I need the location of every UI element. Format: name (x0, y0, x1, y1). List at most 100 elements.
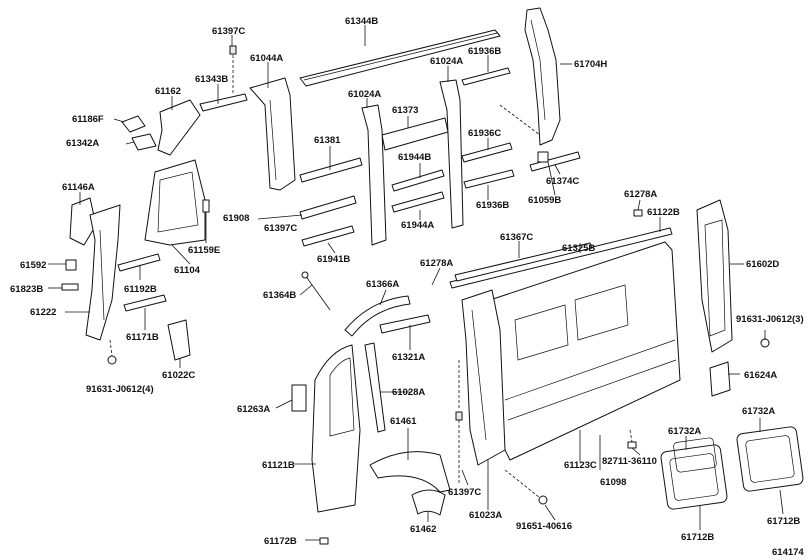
part-61342a (131, 133, 157, 151)
label-82711-36110: 82711-36110 (602, 456, 657, 467)
part-61364b (301, 271, 331, 311)
label-61462: 61462 (410, 524, 436, 535)
part-61024a-pillar-upper (439, 79, 464, 229)
leader-lines (48, 25, 784, 541)
part-61712b-window-left (660, 444, 728, 510)
label-61712b: 61712B (681, 532, 714, 543)
part-61192b (117, 253, 161, 272)
label-61278a: 61278A (624, 189, 657, 200)
label-61364b: 61364B (263, 290, 296, 301)
label-61461: 61461 (390, 416, 417, 427)
label-61374c: 61374C (546, 176, 579, 187)
part-61461 (369, 451, 451, 493)
part-61146a (69, 197, 97, 246)
label-61732a: 61732A (742, 406, 775, 417)
label-61944b: 61944B (398, 152, 431, 163)
label-61367c: 61367C (500, 232, 533, 243)
label-61397c: 61397C (264, 223, 297, 234)
label-61121b: 61121B (262, 460, 295, 471)
label-61823b: 61823B (10, 284, 43, 295)
label-61278a: 61278A (420, 258, 453, 269)
part-bolt-91651-40616 (504, 469, 548, 505)
label-61146a: 61146A (62, 182, 95, 193)
part-61028a (364, 342, 386, 433)
part-61044a-pillar (249, 77, 296, 191)
label-61023a: 61023A (469, 510, 502, 521)
label-61059b: 61059B (528, 195, 561, 206)
part-61171b (123, 294, 167, 312)
label-61044a: 61044A (250, 53, 283, 64)
part-61624a (709, 361, 731, 397)
label-61592: 61592 (20, 260, 46, 271)
part-61908 (299, 195, 357, 220)
part-61374c (499, 104, 581, 172)
label-61024a: 61024A (348, 89, 381, 100)
part-61602d-rear-panel (696, 199, 733, 353)
part-labels: 61397C 61344B 61044A 61936B 61024A 61704… (10, 16, 804, 558)
part-61823b (61, 283, 79, 291)
part-61936c (461, 142, 513, 163)
part-61704h-pillar (524, 7, 561, 146)
label-61712b: 61712B (767, 516, 800, 527)
label-61602d: 61602D (746, 259, 779, 270)
part-61397c-bottom-clip (455, 360, 463, 485)
label-61941b: 61941B (317, 254, 350, 265)
part-61104-side-panel (144, 159, 206, 246)
part-61023a-pillar (461, 289, 506, 466)
part-61162-bracket (157, 99, 201, 156)
part-61172b (319, 537, 329, 545)
part-61936b-strip-top (461, 67, 511, 86)
label-61186f: 61186F (72, 114, 104, 125)
label-61263a: 61263A (237, 404, 270, 415)
part-61222-pillar (85, 204, 121, 341)
part-61121b (311, 344, 361, 513)
label-61222: 61222 (30, 307, 56, 318)
part-82711-36110 (627, 429, 637, 449)
label-61122b: 61122B (647, 207, 680, 218)
label-61022c: 61022C (162, 370, 195, 381)
label-61908: 61908 (223, 213, 249, 224)
part-61397c-top-clip (229, 45, 237, 95)
part-61941b (301, 225, 355, 247)
label-61704h: 61704H (574, 59, 607, 70)
label-61936c: 61936C (468, 128, 501, 139)
part-61732a-seal-left (673, 437, 717, 473)
part-61024a-pillar-mid (361, 104, 387, 246)
label-61321a: 61321A (392, 352, 425, 363)
part-61366a (344, 295, 411, 337)
part-61278a-top (633, 209, 643, 217)
part-61186f (121, 115, 146, 133)
label-61373: 61373 (392, 105, 418, 116)
part-61325b-rail (449, 227, 673, 289)
part-61944b (391, 169, 445, 192)
label-61624a: 61624A (744, 370, 777, 381)
label-61162: 61162 (155, 86, 181, 97)
label-91651-40616: 91651-40616 (516, 521, 572, 532)
diagram-id: 614174 (772, 547, 804, 558)
part-61592 (65, 259, 77, 271)
label-61098: 61098 (600, 477, 626, 488)
label-61397c: 61397C (212, 26, 245, 37)
part-61373 (381, 117, 449, 151)
label-61732a: 61732A (668, 426, 701, 437)
label-61381: 61381 (314, 135, 341, 146)
part-61344b-roof-rail (299, 29, 501, 87)
label-61936b: 61936B (476, 200, 509, 211)
part-61712b-window-right (736, 426, 804, 492)
label-61028a: 61028A (392, 387, 425, 398)
label-61342a: 61342A (66, 138, 99, 149)
part-61022c (167, 319, 191, 361)
label-61325b: 61325B (562, 243, 595, 254)
part-61123c-side-panel (489, 241, 681, 461)
label-61192b: 61192B (124, 284, 157, 295)
label-61343b: 61343B (195, 74, 228, 85)
label-61171b: 61171B (126, 332, 159, 343)
label-91631-j0612-3: 91631-J0612(3) (736, 314, 804, 325)
label-61104: 61104 (174, 265, 201, 276)
part-61936b-lower (463, 169, 515, 189)
label-61944a: 61944A (401, 220, 434, 231)
label-61172b: 61172B (264, 536, 297, 547)
label-61366a: 61366A (366, 279, 399, 290)
part-61059b (537, 151, 549, 163)
